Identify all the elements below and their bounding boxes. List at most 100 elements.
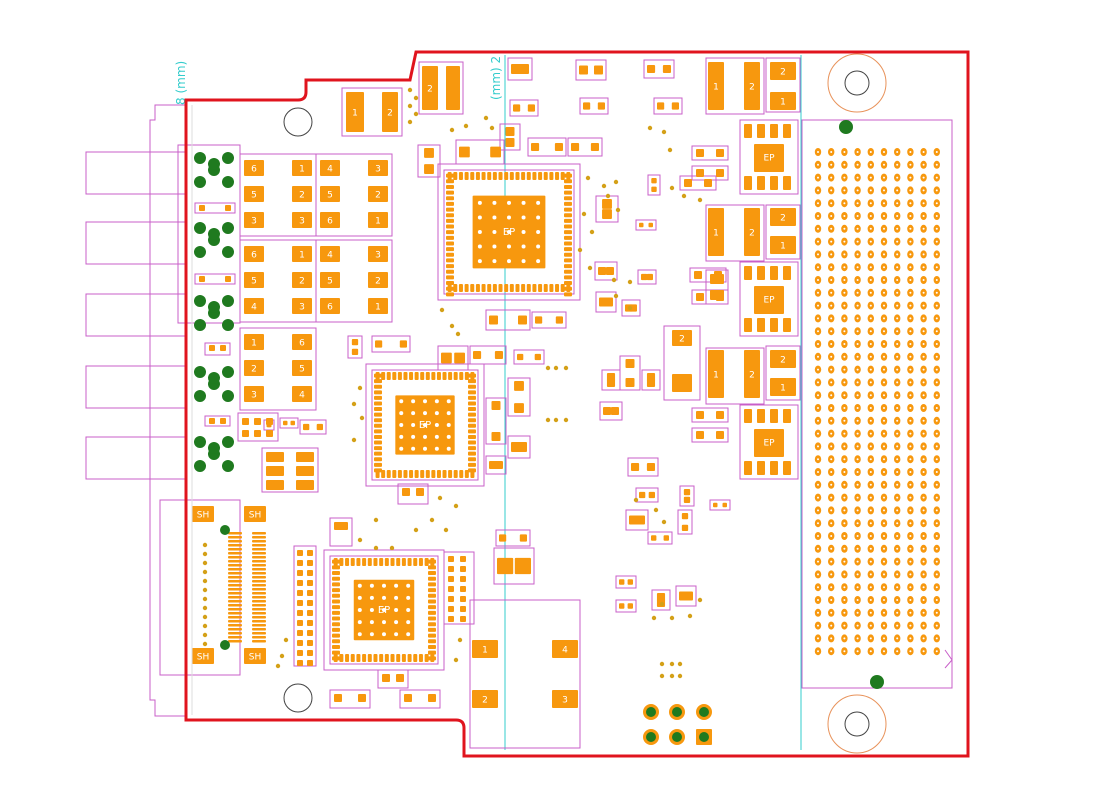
via: [589, 229, 595, 235]
ic-pin: [332, 559, 340, 564]
ic-pin: [379, 654, 384, 662]
connector-ball-drill: [843, 560, 846, 563]
ic-pin: [446, 247, 454, 252]
connector-ball-drill: [896, 176, 899, 179]
pad: [757, 124, 765, 138]
pad: [428, 694, 436, 702]
mount-hole: [844, 711, 870, 737]
small-part-outline: [643, 59, 675, 79]
pad-shield: [244, 648, 266, 664]
ic-pin: [332, 627, 340, 632]
ic-pin: [475, 172, 480, 180]
pad: [519, 64, 529, 74]
connector-ball-drill: [830, 522, 833, 525]
ic-pin: [436, 372, 441, 380]
ic-pin: [468, 412, 476, 417]
connector-ball-drill: [922, 381, 925, 384]
thermal-via: [423, 411, 427, 416]
connector-ball-drill: [896, 560, 899, 563]
pad: [696, 411, 704, 419]
connector-ball-drill: [817, 394, 819, 397]
ic-pin: [564, 281, 572, 286]
ground-via: [222, 152, 234, 164]
small-part-outline: [621, 299, 641, 317]
connector-ball-drill: [896, 471, 899, 473]
inductor-outline: [341, 87, 403, 137]
via: [553, 417, 559, 423]
connector-pin: [228, 548, 242, 551]
thermal-via: [521, 244, 526, 249]
pad-label: 1: [780, 242, 786, 252]
pad-pin3: [552, 690, 578, 708]
small-part-outline: [485, 397, 507, 445]
ic-pin: [468, 451, 476, 456]
pad-label: 2: [375, 277, 381, 287]
pad: [754, 429, 784, 457]
ic-pin: [566, 284, 571, 292]
connector-ball-drill: [883, 266, 885, 269]
connector-ball-drill: [883, 240, 885, 243]
pad: [460, 596, 466, 602]
ic-pin: [564, 247, 572, 252]
thermal-via: [434, 399, 439, 404]
connector-ball-drill: [830, 330, 833, 333]
thermal-via: [382, 608, 386, 612]
via: [601, 183, 607, 189]
connector-ball-drill: [922, 624, 925, 627]
resistor-outline: [691, 427, 729, 443]
ic-pin: [413, 654, 418, 662]
pad: [448, 556, 454, 562]
pad: [783, 124, 791, 138]
ic-pin: [332, 593, 340, 598]
via: [659, 673, 665, 679]
pad: [710, 290, 724, 300]
thermal-via: [411, 411, 416, 416]
connector-ball-drill: [843, 496, 846, 499]
connector-pin: [252, 556, 266, 559]
connector-ball-drill: [830, 240, 833, 243]
ic-pin: [431, 372, 436, 380]
ic-pin: [498, 172, 503, 180]
ic-pin: [470, 284, 475, 292]
connector-ball-drill: [843, 227, 846, 230]
pad-label: 1: [375, 217, 381, 227]
pad-label: 2: [749, 371, 755, 381]
pad: [316, 423, 323, 431]
connector-pin: [252, 548, 266, 551]
thermal-via: [394, 608, 399, 612]
thermal-via: [399, 423, 404, 427]
pad: [404, 694, 412, 702]
connector-ball-drill: [869, 355, 872, 358]
connector-ball-drill: [896, 483, 899, 486]
via: [437, 495, 443, 501]
pad: [334, 694, 342, 702]
pad-label: 2: [387, 109, 393, 119]
connector-ball-drill: [909, 227, 912, 230]
ic-pin: [425, 470, 430, 478]
ic-pin: [374, 384, 382, 389]
connector-ball-drill: [896, 253, 899, 256]
connector-ball-drill: [856, 547, 859, 550]
pad: [625, 359, 635, 368]
connector-ball-drill: [817, 202, 819, 205]
ic-pin: [339, 654, 344, 662]
ic-pin: [374, 401, 382, 406]
ic-pin: [350, 654, 355, 662]
small-part-outline: [675, 585, 697, 607]
ic-pin: [564, 179, 572, 184]
connector-ball-drill: [922, 202, 925, 205]
pad-pin2: [368, 272, 388, 288]
cap-outline: [765, 204, 801, 260]
pad-label: 3: [375, 165, 381, 175]
pad-pin2: [292, 272, 312, 288]
connector-ball-drill: [817, 522, 819, 525]
pad-pin2: [744, 208, 760, 256]
pad-pin2: [744, 62, 760, 110]
thermal-via: [507, 230, 511, 234]
connector-ball-drill: [830, 407, 833, 409]
connector-ball-drill: [843, 151, 846, 153]
pad: [266, 422, 271, 428]
ic-pin: [374, 440, 382, 445]
pad: [646, 462, 655, 472]
connector-ball-drill: [896, 407, 899, 409]
